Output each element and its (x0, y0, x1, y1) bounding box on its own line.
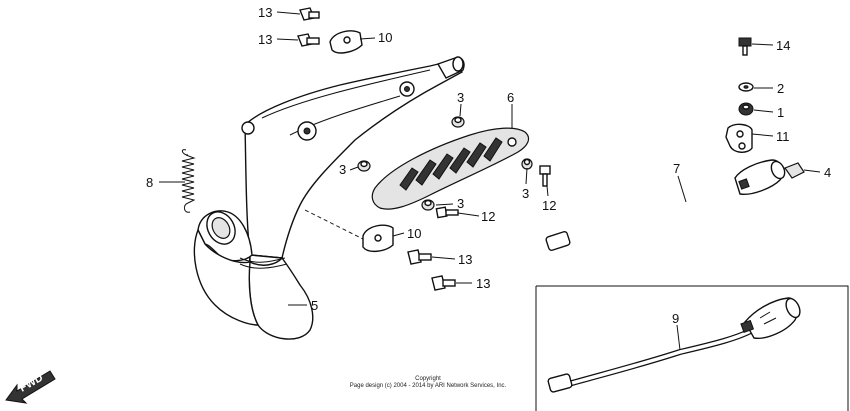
callouts: 13 13 10 14 2 1 11 4 6 3 3 3 3 12 12 8 7… (146, 5, 831, 326)
callout-7: 7 (673, 161, 680, 176)
copyright-notice: Copyright Page design (c) 2004 - 2014 by… (350, 376, 507, 389)
fwd-indicator: FWD (5, 370, 56, 404)
heat-shield-part-6 (371, 127, 530, 210)
callout-3-c: 3 (457, 196, 464, 211)
bolt-13-lower-b (431, 275, 456, 291)
nut-3-d (521, 158, 533, 170)
callout-2: 2 (777, 81, 784, 96)
inset-box (535, 285, 849, 411)
callout-1: 1 (777, 105, 784, 120)
callout-12-b: 12 (542, 198, 556, 213)
cable-part-9 (547, 297, 801, 393)
cable-part-7 (545, 159, 786, 251)
spring-part-8 (181, 149, 196, 213)
callout-3-d: 3 (522, 186, 529, 201)
callout-11: 11 (776, 129, 790, 144)
callout-9: 9 (672, 311, 679, 326)
callout-14: 14 (776, 38, 790, 53)
callout-13-top-a: 13 (258, 5, 272, 20)
callout-10-lower: 10 (407, 226, 421, 241)
stay-10-top (329, 30, 363, 54)
fwd-arrow-icon (5, 370, 56, 404)
nut-3-c (421, 199, 435, 211)
copyright-line-2: Page design (c) 2004 - 2014 by ARI Netwo… (350, 383, 507, 389)
callout-13-lower-a: 13 (458, 252, 472, 267)
bolt-13-top-b (297, 33, 320, 47)
copyright-line-1: Copyright (415, 376, 441, 382)
callout-10-top: 10 (378, 30, 392, 45)
callout-13-top-b: 13 (258, 32, 272, 47)
callout-13-lower-b: 13 (476, 276, 490, 291)
leader-lines (159, 11, 821, 351)
callout-8: 8 (146, 175, 153, 190)
callout-4: 4 (824, 165, 831, 180)
callout-12-a: 12 (481, 209, 495, 224)
bolt-12-center (435, 206, 459, 219)
callout-3-a: 3 (457, 90, 464, 105)
bolt-13-top-a (299, 7, 320, 21)
bolt-12-right (539, 165, 551, 187)
callout-3-b: 3 (339, 162, 346, 177)
nut-3-a (451, 116, 465, 128)
bracket-11 (725, 123, 753, 153)
cap-4 (784, 162, 805, 179)
nut-3-b (357, 160, 371, 172)
stay-10-lower (362, 224, 394, 252)
nut-1 (738, 102, 754, 116)
washer-2 (738, 82, 754, 92)
bolt-13-lower-a (407, 249, 432, 265)
expansion-chamber-part-5 (193, 56, 465, 340)
bolt-14 (738, 37, 752, 56)
callout-6: 6 (507, 90, 514, 105)
callout-5: 5 (311, 298, 318, 313)
